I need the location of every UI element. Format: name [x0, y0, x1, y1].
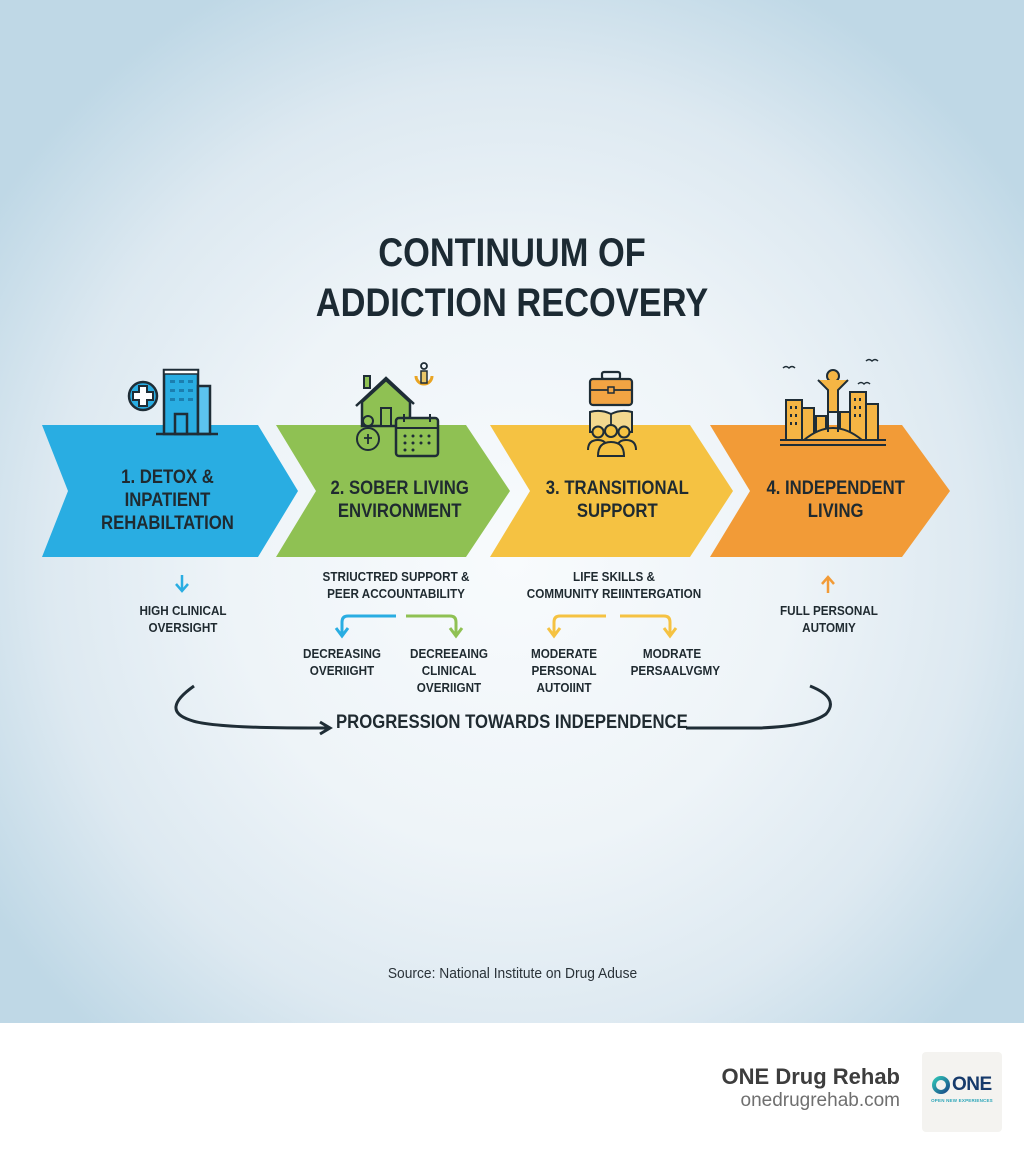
brand-name: ONE Drug Rehab	[721, 1064, 900, 1089]
stage-3-label: 3. TRANSITIONAL SUPPORT	[545, 478, 689, 522]
branch-arrows-icon	[546, 612, 686, 647]
chevron-shape	[42, 425, 298, 557]
stage-2-chevron: 2. SOBER LIVING ENVIRONMENT	[276, 425, 514, 557]
stage-2-left-detail: DECREASING OVERIIGHT	[302, 646, 382, 678]
infographic-canvas: CONTINUUM OF ADDICTION RECOVERY 1. DETOX…	[0, 0, 1024, 1023]
branch-arrows-icon	[330, 612, 470, 647]
up-arrow-icon	[820, 574, 836, 599]
footer	[0, 1023, 1024, 1154]
stage-2-heading: STRIUCTRED SUPPORT & PEER ACCOUNTABILITY	[322, 569, 470, 601]
stage-3-chevron: 3. TRANSITIONAL SUPPORT	[490, 425, 736, 557]
stage-4-chevron: 4. INDEPENDENT LIVING	[710, 425, 952, 557]
stage-1-chevron: 1. DETOX & INPATIENT REHABILTATION	[42, 425, 300, 557]
stage-4-label: 4. INDEPENDENT LIVING	[766, 478, 906, 522]
chevron-shape	[490, 425, 733, 557]
chevron-shape	[710, 425, 950, 557]
progression-arc-icon	[170, 680, 840, 745]
logo-ring-icon	[932, 1076, 950, 1094]
stage-1-label: 1. DETOX & INPATIENT REHABILTATION	[100, 466, 234, 534]
progression-label: PROGRESSION TOWARDS INDEPENDENCE	[336, 712, 688, 733]
stage-2-right-detail: DECREEAING CLINICAL OVERIIGNT	[409, 646, 489, 695]
house-calendar-icon	[350, 362, 450, 465]
page-title: CONTINUUM OF ADDICTION RECOVERY	[72, 228, 953, 328]
logo-tagline: OPEN NEW EXPERIENCES	[931, 1098, 993, 1103]
title-line-1: CONTINUUM OF	[378, 231, 646, 275]
title-line-2: ADDICTION RECOVERY	[315, 281, 709, 325]
stage-1-detail: HIGH CLINICAL OVERSIGHT	[139, 603, 227, 635]
stage-3-right-detail: MODRATE PERSAALVGMY	[630, 646, 721, 678]
chevron-shape	[276, 425, 510, 557]
stage-3-heading: LIFE SKILLS & COMMUNITY REIINTERGATION	[526, 569, 702, 601]
city-person-icon	[778, 356, 888, 451]
hospital-icon	[126, 364, 218, 441]
stage-3-left-detail: MODERATE PERSONAL AUTOIINT	[530, 646, 598, 695]
brand-logo: ONE OPEN NEW EXPERIENCES	[922, 1052, 1002, 1132]
source-citation: Source: National Institute on Drug Aduse	[387, 965, 637, 982]
stage-4-detail: FULL PERSONAL AUTOMIY	[780, 603, 878, 635]
logo-text: ONE	[952, 1074, 992, 1095]
down-arrow-icon	[174, 574, 190, 599]
briefcase-group-icon	[586, 370, 638, 465]
stage-2-label: 2. SOBER LIVING ENVIRONMENT	[330, 478, 470, 522]
brand-url[interactable]: onedrugrehab.com	[740, 1090, 901, 1111]
